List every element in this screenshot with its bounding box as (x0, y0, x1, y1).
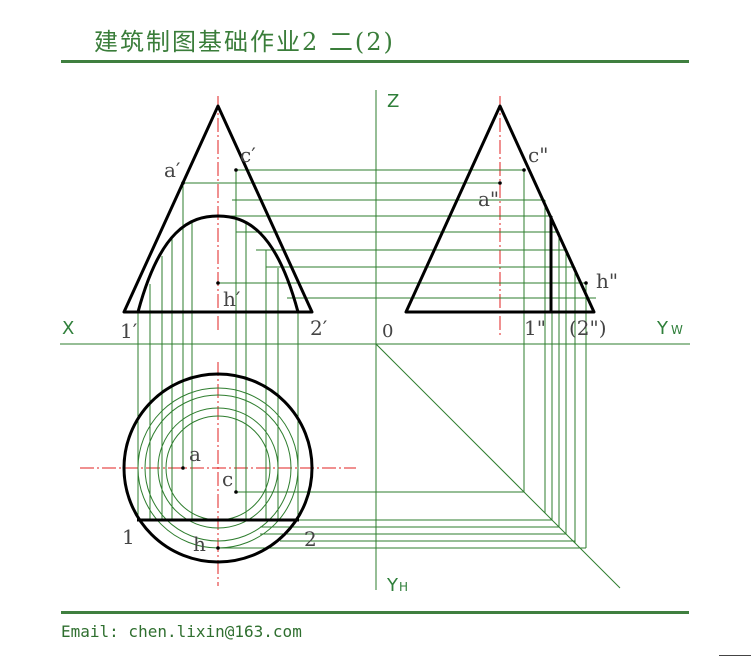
point-markers (181, 168, 588, 550)
axis-label-z: Z (387, 91, 399, 112)
axis-label-x: X (62, 318, 74, 339)
label-c-double-prime: c" (528, 143, 548, 167)
page-title: 建筑制图基础作业2 二(2) (94, 28, 395, 56)
axis-label-yh: Y (386, 575, 399, 596)
label-1-prime: 1′ (120, 319, 138, 343)
corner-mark (719, 655, 751, 656)
axis-label-yw-sub: W (671, 323, 683, 337)
front-view-hyperbola (136, 214, 300, 313)
label-a-prime: a′ (164, 158, 181, 182)
side-view-cone (404, 104, 596, 314)
label-1: 1 (122, 525, 135, 549)
label-2: 2 (304, 527, 317, 551)
projection-axes (60, 90, 690, 590)
label-a: a (189, 442, 201, 466)
top-view-base-circle (122, 372, 314, 564)
label-1-double-prime: 1" (524, 316, 546, 340)
label-a-double-prime: a" (478, 187, 499, 211)
construction-lines (137, 169, 596, 549)
axis-label-origin: 0 (382, 321, 393, 342)
diagonal-45-line (375, 343, 621, 589)
label-c: c (222, 467, 233, 491)
label-c-prime: c′ (240, 143, 256, 167)
label-h-prime: h′ (223, 287, 241, 311)
footer-divider (61, 611, 689, 614)
object-outlines (122, 104, 596, 564)
axis-label-yh-sub: H (399, 580, 408, 594)
front-view-cone (122, 104, 314, 314)
label-2-double-prime: (2") (569, 316, 607, 340)
axis-label-yw: Y (656, 318, 669, 339)
label-h: h (193, 532, 206, 556)
label-2-prime: 2′ (310, 316, 328, 340)
label-h-double-prime: h" (596, 269, 618, 293)
header-divider (61, 60, 689, 63)
footer-email: Email: chen.lixin@163.com (61, 622, 302, 641)
